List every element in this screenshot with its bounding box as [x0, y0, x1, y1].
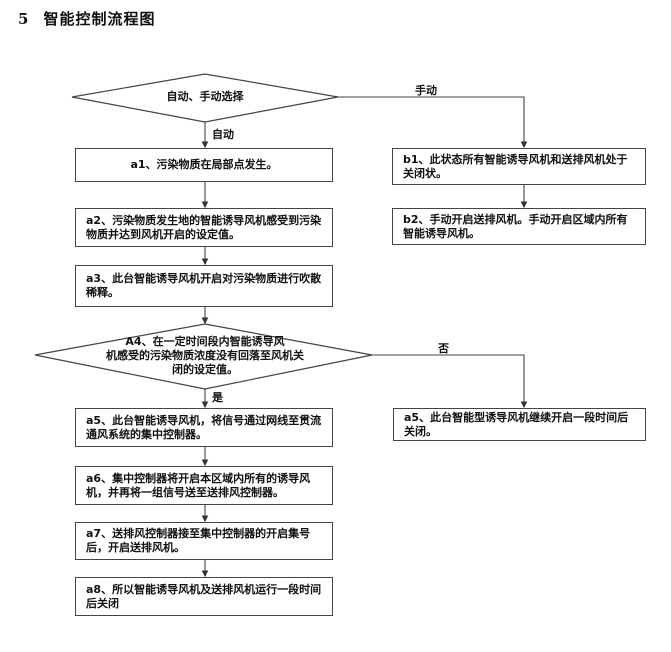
step-a8: a8、所以智能诱导风机及送排风机运行一段时间后关闭 [75, 577, 333, 616]
step-a2: a2、污染物质发生地的智能诱导风机感受到污染物质并达到风机开启的设定值。 [75, 208, 333, 247]
step-a3: a3、此台智能诱导风机开启对污染物质进行吹散稀释。 [75, 265, 333, 307]
page-title: 5 智能控制流程图 [18, 8, 155, 29]
step-a7: a7、送排风控制器接至集中控制器的开启集号后，开启送排风机。 [75, 522, 333, 560]
label-no: 否 [438, 342, 449, 355]
decision-mode-text: 自动、手动选择 [166, 90, 244, 103]
step-a5-no: a5、此台智能型诱导风机继续开启一段时间后关闭。 [393, 408, 646, 441]
section-title: 智能控制流程图 [43, 10, 156, 28]
step-b1: b1、此状态所有智能诱导风机和送排风机处于关闭状。 [392, 148, 646, 185]
section-number: 5 [18, 10, 30, 28]
step-a1: a1、污染物质在局部点发生。 [75, 148, 333, 182]
label-manual: 手动 [415, 84, 437, 97]
step-b2: b2、手动开启送排风机。手动开启区域内所有智能诱导风机。 [392, 208, 646, 245]
label-yes: 是 [212, 391, 223, 404]
label-auto: 自动 [212, 128, 234, 141]
connector-no [372, 354, 528, 409]
step-a5: a5、此台智能诱导风机，将信号通过网线至贯流通风系统的集中控制器。 [75, 408, 333, 447]
step-a6: a6、集中控制器将开启本区域内所有的诱导风机，并再将一组信号送至送排风控制器。 [75, 466, 333, 505]
connector-manual [338, 96, 528, 149]
decision-a4-text: A4、在一定时间段内智能诱导风 机感受的污染物质浓度没有回落至风机关 闭的设定值… [106, 335, 304, 376]
